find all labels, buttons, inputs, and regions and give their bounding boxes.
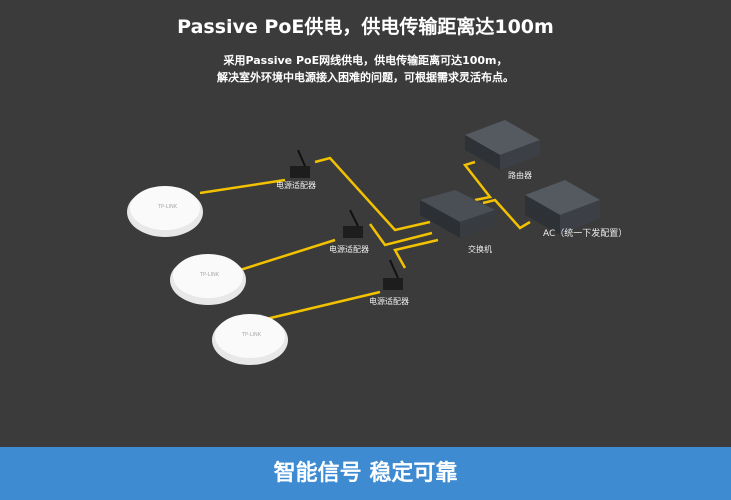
adapter-label-2: 电源适配器	[329, 245, 369, 254]
router	[465, 120, 540, 170]
switch	[420, 190, 495, 238]
subtitle-line-1: 采用Passive PoE网线供电，供电传输距离可达100m，	[223, 54, 508, 67]
bottom-banner: 智能信号 稳定可靠	[0, 447, 731, 500]
adapter-label-1: 电源适配器	[276, 181, 316, 190]
router-label: 路由器	[508, 171, 532, 180]
svg-text:TP-LINK: TP-LINK	[241, 332, 262, 338]
svg-text:TP-LINK: TP-LINK	[199, 272, 220, 278]
access-point-2: TP-LINK	[170, 254, 246, 305]
switch-label: 交换机	[468, 245, 492, 254]
access-point-1: TP-LINK	[127, 186, 203, 237]
svg-text:TP-LINK: TP-LINK	[157, 204, 178, 210]
power-adapters	[290, 149, 403, 290]
adapter-label-3: 电源适配器	[369, 297, 409, 306]
network-diagram: TP-LINK TP-LINK TP-LINK	[127, 120, 600, 365]
page-title: Passive PoE供电，供电传输距离达100m	[177, 16, 554, 38]
ac-controller	[525, 180, 600, 235]
subtitle-line-2: 解决室外环境中电源接入困难的问题，可根据需求灵活布点。	[217, 71, 514, 84]
ac-label: AC（统一下发配置）	[543, 229, 628, 239]
cables	[199, 156, 531, 322]
access-point-3: TP-LINK	[212, 314, 288, 365]
